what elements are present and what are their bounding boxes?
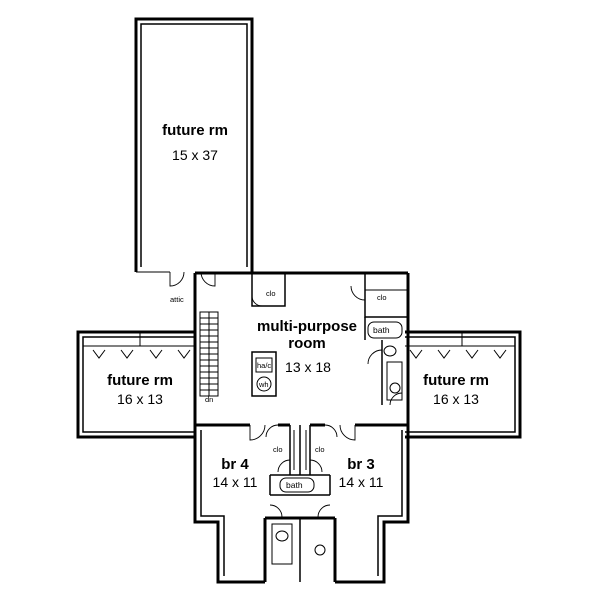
- stair: dn: [199, 311, 219, 404]
- future-room-right-dims: 16 x 13: [433, 391, 479, 407]
- stair-down-label: dn: [205, 395, 213, 404]
- attic-label: attic: [170, 295, 184, 304]
- bedroom-3-dims: 14 x 11: [339, 474, 384, 490]
- multi-purpose-room-dims: 13 x 18: [285, 359, 331, 375]
- bedroom-3-name: br 3: [347, 456, 375, 473]
- closet-upper-left: clo: [251, 273, 286, 307]
- closet-br3-label: clo: [315, 445, 325, 454]
- bedroom-closets: clo clo: [273, 425, 325, 475]
- future-room-left-name: future rm: [107, 372, 173, 389]
- multi-purpose-room-name: multi-purpose: [257, 318, 357, 335]
- closet-upper-right-label: clo: [377, 293, 387, 302]
- bath-lower-label: bath: [286, 480, 303, 490]
- bedroom-4-name: br 4: [221, 456, 249, 473]
- future-room-left-dims: 16 x 13: [117, 391, 163, 407]
- bath-upper: bath: [364, 317, 403, 406]
- future-room-right: future rm 16 x 13: [405, 330, 522, 439]
- multi-purpose-room-name-2: room: [288, 335, 326, 352]
- central-core-walls: [193, 271, 410, 584]
- hac-label: ha/c: [257, 361, 271, 370]
- future-room-top: future rm 15 x 37: [134, 17, 254, 287]
- future-room-left: future rm 16 x 13: [76, 330, 195, 439]
- bath-lower: bath: [269, 474, 331, 565]
- bedroom-divider-wall: [195, 423, 408, 441]
- bath-upper-label: bath: [373, 325, 390, 335]
- future-room-top-name: future rm: [162, 122, 228, 139]
- closet-br4-label: clo: [273, 445, 283, 454]
- future-room-top-dims: 15 x 37: [172, 147, 218, 163]
- mechanical-closet: ha/c wh: [251, 351, 277, 397]
- water-heater-label: wh: [258, 380, 269, 389]
- closet-upper-right: clo: [350, 273, 408, 318]
- future-room-right-name: future rm: [423, 372, 489, 389]
- closet-upper-left-label: clo: [266, 289, 276, 298]
- bedroom-4-dims: 14 x 11: [213, 474, 258, 490]
